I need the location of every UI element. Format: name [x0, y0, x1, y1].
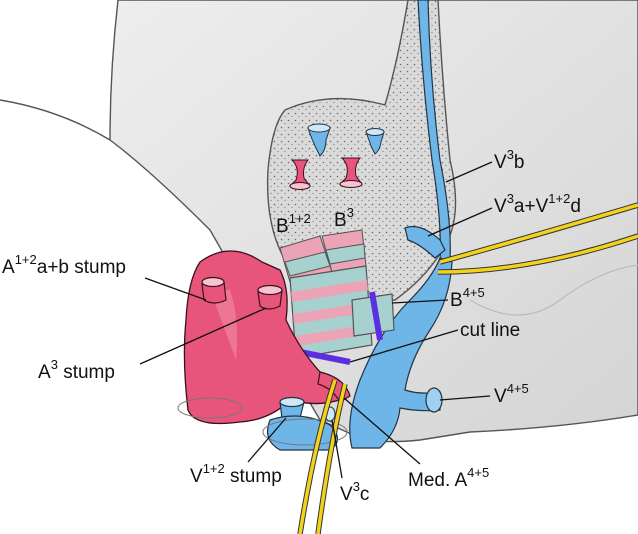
label-v45: V4+5 [494, 381, 529, 407]
artery-opening-icon [338, 157, 363, 188]
vessel-loop-lower [297, 379, 348, 534]
label-b45: B4+5 [450, 285, 485, 311]
lung-contour-line [0, 99, 111, 141]
hilum-opening [262, 418, 348, 446]
vein-v3a-v12d [404, 225, 446, 259]
label-cut-line: cut line [460, 320, 520, 341]
hilum-opening [177, 397, 243, 419]
leader-v3b [445, 161, 493, 183]
label-v3b: V3b [494, 147, 525, 173]
label-b12: B1+2 [276, 211, 311, 237]
leader-v45 [439, 395, 491, 401]
label-a12ab-stump: A1+2a+b stump [2, 252, 126, 278]
label-v12-stump: V1+2 stump [190, 461, 282, 487]
lung-parenchyma [266, 0, 457, 301]
label-a3-stump: A3 stump [38, 357, 115, 383]
vein-v45-end [425, 387, 443, 413]
vein-opening-icon [365, 128, 385, 155]
label-v3a-v12d: V3a+V1+2d [494, 191, 581, 217]
leader-cut-line [349, 329, 459, 363]
artery-shading [210, 290, 238, 360]
label-med-a45: Med. A4+5 [408, 465, 489, 491]
lung-fissure-line [469, 264, 638, 316]
a12ab-stump-icon [201, 276, 227, 304]
artery-opening-icon [288, 159, 311, 190]
vein-opening-icon [307, 123, 331, 157]
bronchus-b12 [279, 235, 333, 283]
leader-a3-stump [139, 307, 267, 365]
bronchus-main [289, 265, 373, 359]
a3-stump-icon [257, 284, 283, 310]
leader-v12-stump [247, 417, 287, 463]
cut-line-b45 [369, 291, 383, 341]
leader-med-a45 [343, 397, 421, 465]
v12-stump-icon [279, 396, 305, 422]
leader-b45 [391, 299, 449, 304]
leader-v3a-v12d [427, 207, 493, 237]
vessel-loop-upper [437, 202, 638, 275]
leader-a12ab-stump [144, 277, 207, 301]
label-v3c: V3c [340, 479, 369, 505]
leader-v3c [331, 419, 343, 479]
label-b3: B3 [334, 205, 354, 231]
